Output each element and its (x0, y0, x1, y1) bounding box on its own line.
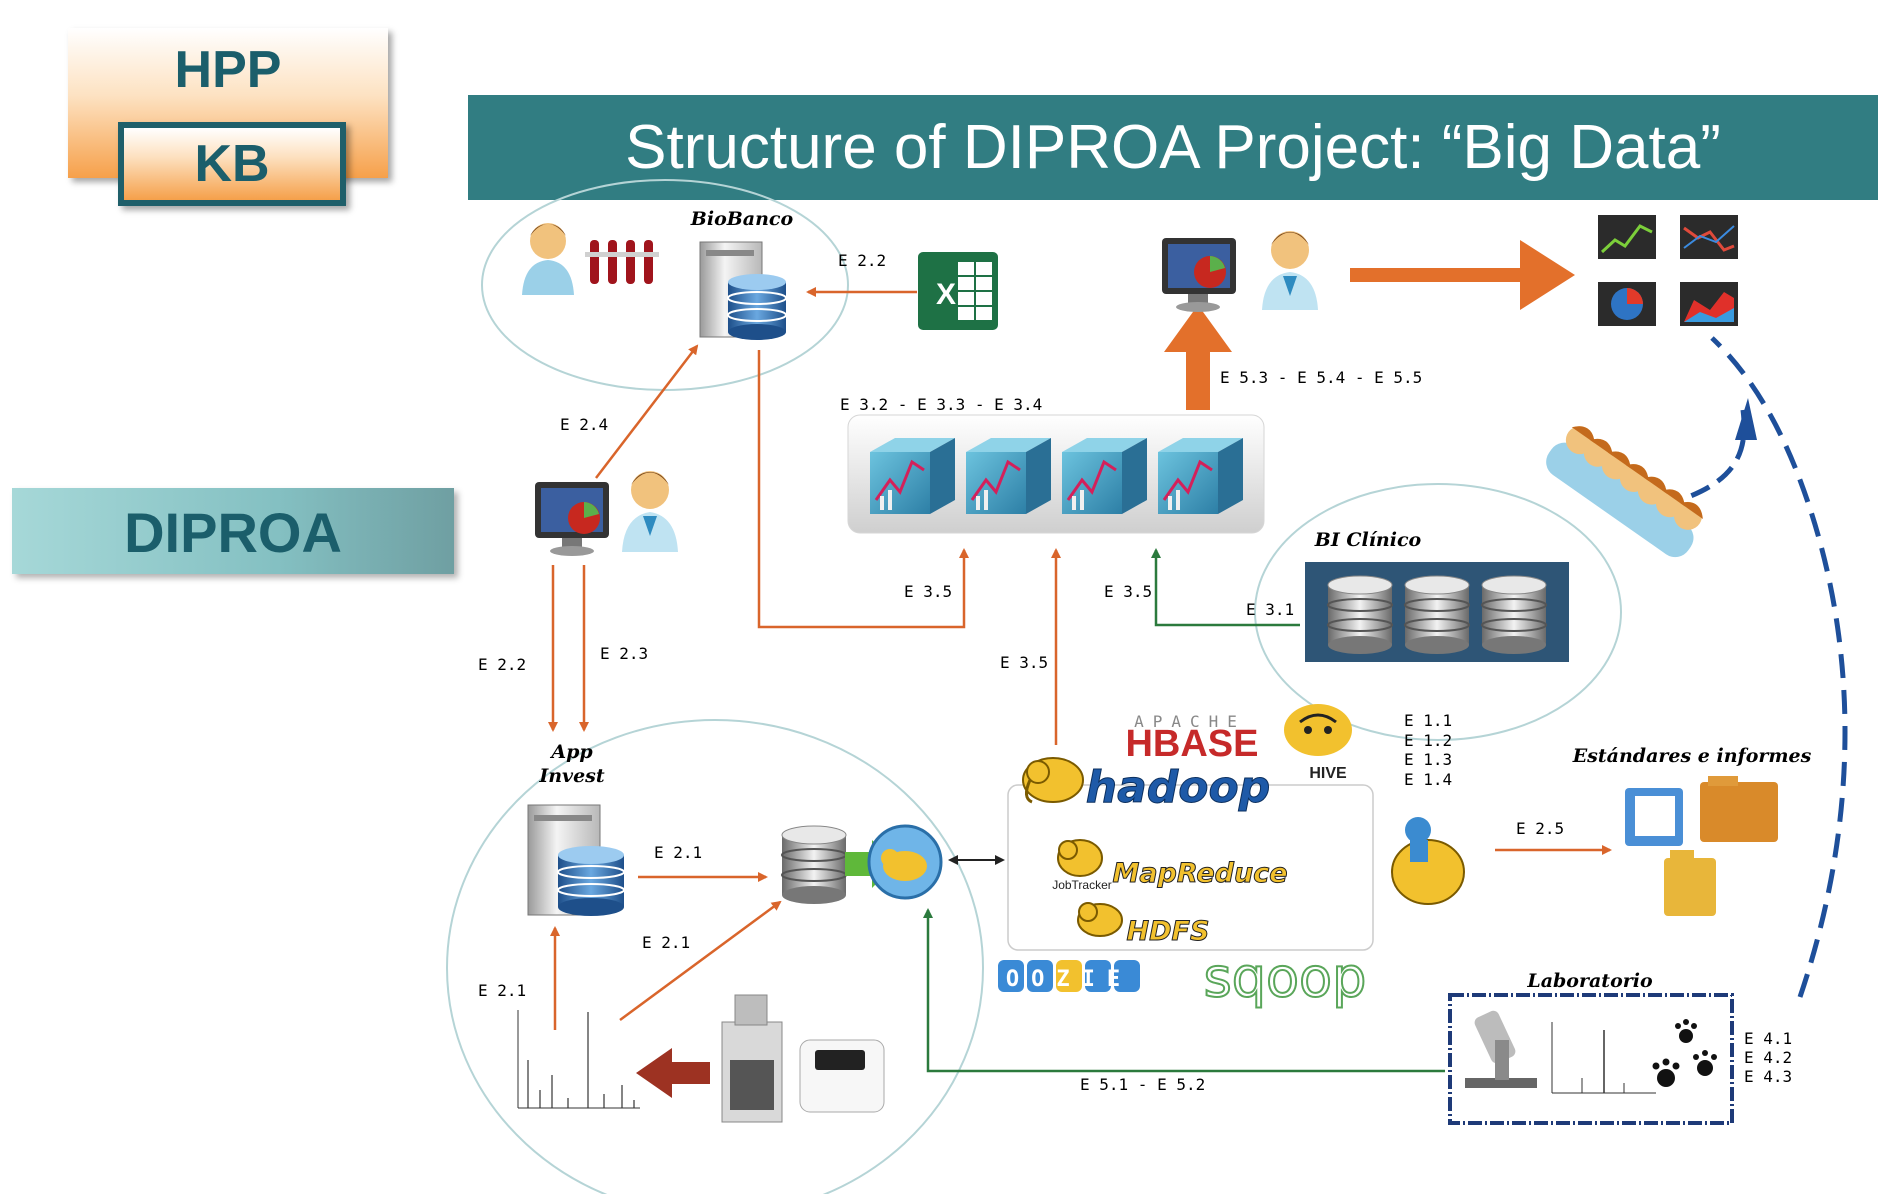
hpp-label: HPP (174, 41, 282, 99)
edge-label: E 2.5 (1516, 819, 1564, 838)
estandares-label: Estándares e informes (1572, 745, 1812, 767)
monitor-chart-icon (535, 482, 609, 556)
hadoop-elephant-icon (1057, 839, 1103, 877)
edge-label: E 4.2 (1744, 1048, 1792, 1067)
bi-clinico-label: BI Clínico (1314, 529, 1422, 551)
diproa-label: DIPROA (124, 501, 342, 564)
diproa-panel (12, 488, 454, 574)
edge-label: E 3.2 - E 3.3 - E 3.4 (840, 395, 1042, 414)
olap-cube-icon (966, 438, 1051, 514)
database-icon (557, 846, 625, 916)
edge-label: E 1.3 (1404, 750, 1452, 769)
page-title: Structure of DIPROA Project: “Big Data” (625, 113, 1721, 182)
app-invest-label-2: Invest (538, 765, 605, 787)
app-invest-label-1: App (549, 741, 593, 763)
paw-prints-icon (1652, 1019, 1717, 1087)
kb-label: KB (194, 135, 270, 193)
edge-label: E 1.1 (1404, 711, 1452, 730)
app-invest-group (446, 719, 984, 1194)
edge-label: E 1.2 (1404, 731, 1452, 750)
hadoop-elephant-icon (1022, 757, 1084, 804)
spectrum-plot-icon (517, 1010, 640, 1109)
hdfs-logo: HDFS (1127, 916, 1210, 947)
edge-label: E 2.1 (478, 981, 526, 1000)
bi-clinico-group (1254, 483, 1622, 741)
excel-icon (918, 252, 998, 330)
hadoop-cluster-box (1007, 784, 1374, 951)
area-chart-icon (1680, 282, 1738, 326)
hadoop-elephant-icon (867, 824, 943, 900)
hadoop-logo: hadoop (1086, 762, 1270, 813)
hbase-logo: HBASE (1125, 723, 1258, 765)
user-icon (522, 223, 574, 295)
oozie-logo (998, 960, 1140, 992)
mass-spectrometer-icon (721, 994, 885, 1123)
biobanco-label: BioBanco (690, 208, 794, 230)
mapreduce-logo: MapReduce (1112, 858, 1287, 889)
monitor-chart-icon (1162, 238, 1236, 312)
database-icon (1327, 575, 1393, 654)
pie-chart-icon (1598, 282, 1656, 326)
edge-label: E 4.1 (1744, 1029, 1792, 1048)
database-icon (781, 825, 847, 904)
sqoop-logo: sqoop (1204, 946, 1367, 1009)
edge-label: E 2.1 (654, 843, 702, 862)
excel-x: X (936, 278, 956, 311)
jobtracker-label: JobTracker (1052, 878, 1112, 892)
line-chart-icon (1598, 215, 1656, 259)
user-group-icon (1546, 426, 1703, 558)
edge-label: E 3.5 (904, 582, 952, 601)
olap-cube-icon (1062, 438, 1147, 514)
line-chart-icon (1680, 215, 1738, 259)
feedback-dashed-curve (1710, 336, 1848, 998)
oozie-label: OOZIE (1006, 967, 1132, 992)
olap-cube-icon (870, 438, 955, 514)
database-icon (1404, 575, 1470, 654)
big-arrow-up (1164, 305, 1232, 410)
database-icon (727, 274, 787, 340)
biobanco-group (481, 179, 849, 391)
edge-label: E 5.1 - E 5.2 (1080, 1075, 1205, 1094)
laboratorio-label: Laboratorio (1526, 970, 1653, 992)
doctor-icon (622, 471, 678, 552)
big-arrow-left (636, 1048, 710, 1098)
edge-label: E 2.2 (838, 251, 886, 270)
edge-label: E 3.5 (1000, 653, 1048, 672)
hive-bee-icon (1284, 704, 1352, 756)
orange-flows (548, 287, 1612, 1030)
microscope-icon (1465, 1010, 1537, 1088)
hadoop-elephant-icon (1077, 902, 1123, 937)
feedback-dashed-hook (1679, 409, 1747, 503)
folders-icon (1625, 776, 1778, 916)
edge-label: E 3.1 (1246, 600, 1294, 619)
test-tubes-icon (585, 240, 659, 284)
edge-label: E 5.3 - E 5.4 - E 5.5 (1220, 368, 1422, 387)
edge-label: E 2.4 (560, 415, 608, 434)
green-flows (923, 548, 1445, 1073)
edge-label: E 1.4 (1404, 770, 1452, 789)
hive-logo: HIVE (1309, 765, 1347, 782)
edge-label: E 2.2 (478, 655, 526, 674)
doctor-icon (1262, 231, 1318, 310)
hbase-apache-label: APACHE (1134, 712, 1246, 731)
olap-cube-icon (1158, 438, 1243, 514)
database-icon (1481, 575, 1547, 654)
feedback-arrowhead (1735, 398, 1757, 440)
hadoop-elephant-icon (1391, 817, 1465, 905)
kb-badge (118, 122, 346, 206)
edge-label: E 2.3 (600, 644, 648, 663)
edge-label: E 2.1 (642, 933, 690, 952)
big-arrow-right (1350, 240, 1575, 310)
edge-label: E 3.5 (1104, 582, 1152, 601)
edge-label: E 4.3 (1744, 1067, 1792, 1086)
spectrum-plot-icon (1551, 1022, 1656, 1094)
